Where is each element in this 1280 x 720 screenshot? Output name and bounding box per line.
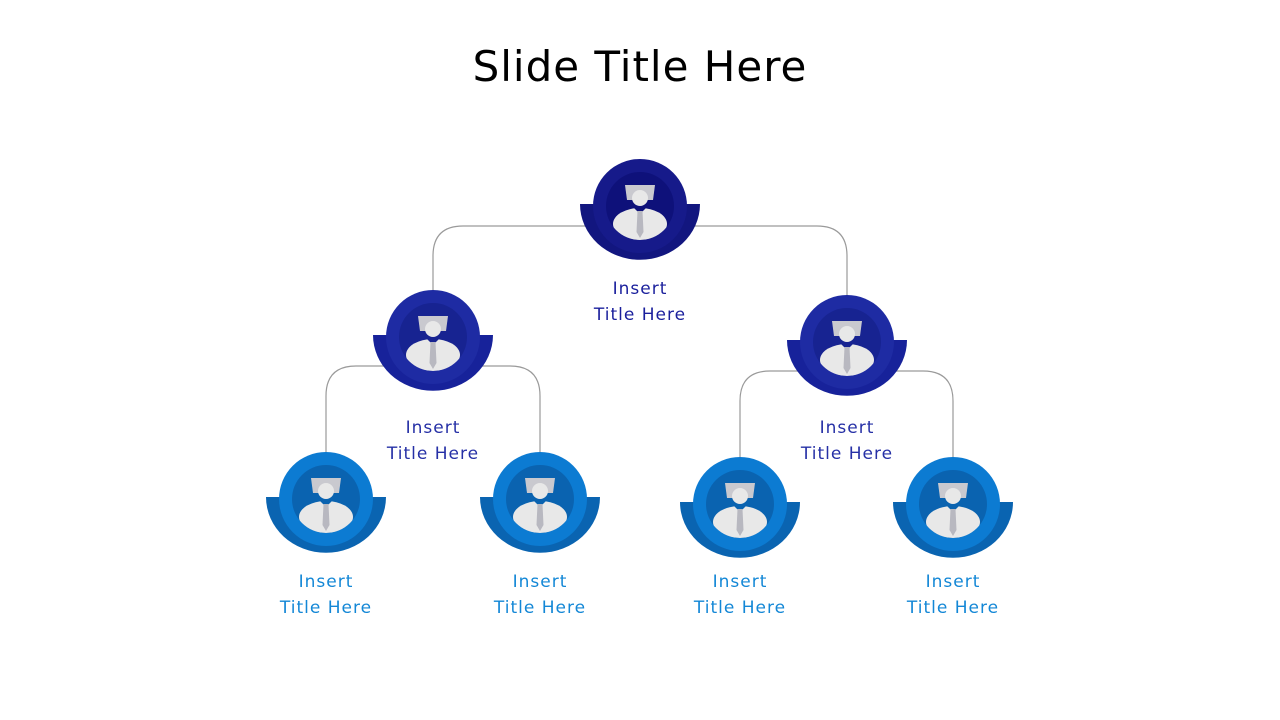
person-icon bbox=[406, 316, 460, 371]
person-tie bbox=[429, 342, 437, 369]
node-label-line1: Insert bbox=[925, 572, 981, 592]
connector-line bbox=[847, 370, 954, 459]
node-label-line1: Insert bbox=[298, 572, 354, 592]
node-label-leaf-4: Insert Title Here bbox=[873, 569, 1033, 621]
node-label-leaf-3: Insert Title Here bbox=[660, 569, 820, 621]
node-label-line2: Title Here bbox=[906, 598, 1000, 618]
person-tie bbox=[322, 504, 330, 531]
org-node-root bbox=[580, 159, 700, 260]
node-label-leaf-1: Insert Title Here bbox=[246, 569, 406, 621]
org-node-leaf-1 bbox=[266, 452, 386, 553]
person-head bbox=[632, 190, 648, 206]
person-head bbox=[732, 488, 748, 504]
node-label-left-manager: Insert Title Here bbox=[353, 415, 513, 467]
org-node-leaf-2 bbox=[480, 452, 600, 553]
node-label-line2: Title Here bbox=[800, 444, 894, 464]
org-node-leaf-4 bbox=[893, 457, 1013, 558]
connector-lines bbox=[325, 225, 954, 459]
node-label-root: Insert Title Here bbox=[560, 276, 720, 328]
person-tie bbox=[636, 211, 644, 238]
person-tie bbox=[949, 509, 957, 536]
person-icon bbox=[713, 483, 767, 538]
person-tie bbox=[736, 509, 744, 536]
person-icon bbox=[299, 478, 353, 533]
person-icon bbox=[613, 185, 667, 240]
node-label-right-manager: Insert Title Here bbox=[767, 415, 927, 467]
connector-line bbox=[640, 225, 848, 297]
person-head bbox=[945, 488, 961, 504]
connector-line bbox=[432, 225, 640, 292]
org-node-leaf-3 bbox=[680, 457, 800, 558]
node-label-line1: Insert bbox=[612, 279, 668, 299]
person-icon bbox=[513, 478, 567, 533]
node-label-line1: Insert bbox=[712, 572, 768, 592]
node-label-line2: Title Here bbox=[279, 598, 373, 618]
node-label-line1: Insert bbox=[512, 572, 568, 592]
node-label-line2: Title Here bbox=[493, 598, 587, 618]
node-label-leaf-2: Insert Title Here bbox=[460, 569, 620, 621]
node-label-line1: Insert bbox=[405, 418, 461, 438]
person-head bbox=[532, 483, 548, 499]
org-nodes bbox=[266, 159, 1013, 558]
connector-line bbox=[433, 365, 541, 454]
person-head bbox=[839, 326, 855, 342]
org-node-left-manager bbox=[373, 290, 494, 391]
org-node-right-manager bbox=[787, 295, 907, 396]
node-label-line2: Title Here bbox=[593, 305, 687, 325]
person-head bbox=[318, 483, 334, 499]
person-icon bbox=[820, 321, 874, 376]
node-label-line2: Title Here bbox=[693, 598, 787, 618]
connector-line bbox=[325, 365, 433, 454]
person-icon bbox=[926, 483, 980, 538]
person-tie bbox=[843, 347, 851, 374]
slide-title: Slide Title Here bbox=[472, 42, 808, 91]
node-label-line1: Insert bbox=[819, 418, 875, 438]
person-tie bbox=[536, 504, 544, 531]
person-head bbox=[425, 321, 441, 337]
node-label-line2: Title Here bbox=[386, 444, 480, 464]
connector-line bbox=[739, 370, 847, 459]
